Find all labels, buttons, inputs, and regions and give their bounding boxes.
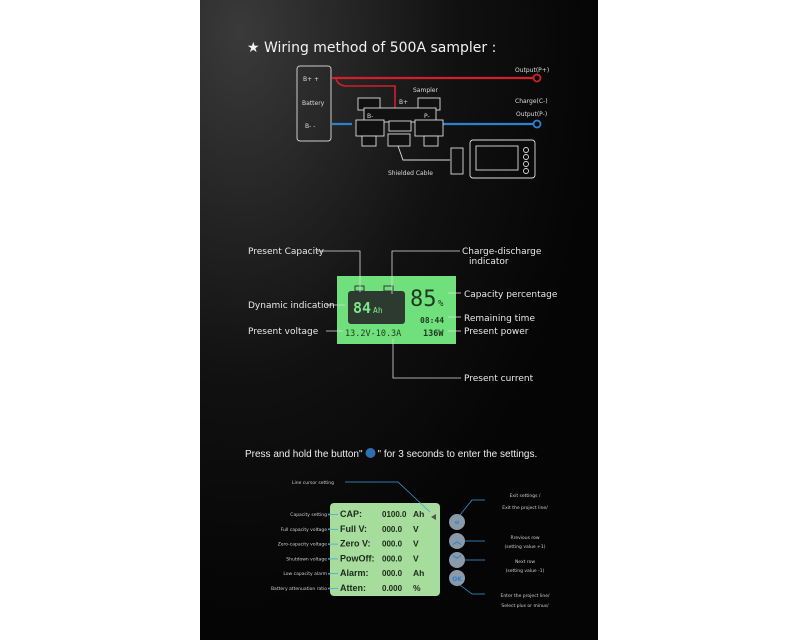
- row-description: Full capacity voltage: [281, 527, 328, 533]
- meter-device: [469, 139, 536, 179]
- row-name: Atten:: [340, 583, 366, 593]
- charge-c-minus-label: Charge(C-): [515, 98, 548, 105]
- label-line-cursor: Line cursor setting: [292, 480, 334, 486]
- row-description: Zero-capacity voltage: [278, 542, 328, 548]
- label-present-current: Present current: [464, 374, 534, 384]
- row-unit: %: [413, 583, 421, 593]
- row-name: Zero V:: [340, 539, 371, 549]
- row-value: 0.000: [382, 584, 403, 593]
- remaining-time-value: 08:44: [420, 316, 444, 325]
- row-value: 0100.0: [382, 510, 407, 519]
- button-sublabel: (setting value +1): [505, 544, 546, 550]
- battery-graphic: [348, 291, 405, 324]
- settings-button-1[interactable]: ︿ Rrevious row (setting value +1): [449, 533, 546, 550]
- button-label: Enter the project line/: [500, 593, 549, 599]
- percent-unit: %: [438, 299, 444, 309]
- percent-value: 85: [410, 287, 437, 312]
- row-description: Capacity setting: [290, 512, 327, 518]
- button-sublabel: Select plus or minus/: [501, 603, 549, 609]
- row-name: Alarm:: [340, 568, 369, 578]
- output-negative-terminal: [532, 119, 542, 129]
- label-dynamic-indication: Dynamic indication: [248, 301, 335, 311]
- cursor-indicator-icon: [431, 514, 436, 520]
- label-indicator: indicator: [469, 257, 509, 267]
- ok-icon: OK: [452, 576, 462, 583]
- capacity-value: 84: [353, 299, 371, 317]
- sampler-label: Sampler: [413, 87, 438, 94]
- menu-button-icon: [365, 448, 376, 458]
- back-icon: «: [454, 518, 460, 528]
- row-value: 000.0: [382, 540, 403, 549]
- shielded-cable-label: Shielded Cable: [388, 170, 433, 177]
- button-label: Exit settings /: [510, 493, 541, 499]
- battery-box: [296, 65, 332, 142]
- callout-lines: [317, 250, 461, 379]
- row-description: Low capacity alarm: [283, 571, 327, 577]
- sense-wire: [335, 78, 396, 112]
- instruction-text-start: Press and hold the button": [245, 449, 363, 460]
- settings-button-2[interactable]: ﹀ Next row (setting value -1): [449, 552, 545, 574]
- battery-minus-label: B- -: [305, 123, 315, 130]
- settings-lcd: [330, 503, 440, 596]
- settings-row: Capacity setting CAP: 0100.0 Ah: [290, 509, 424, 519]
- row-unit: V: [413, 539, 419, 549]
- power-value: 136W: [423, 329, 444, 339]
- label-present-voltage: Present voltage: [248, 327, 319, 337]
- row-name: CAP:: [340, 509, 362, 519]
- row-value: 000.0: [382, 554, 403, 563]
- settings-row: Battery attenuation ratio Atten: 0.000%: [271, 583, 421, 593]
- settings-row: Low capacity alarm Alarm: 000.0 Ah: [283, 568, 424, 578]
- voltage-current-value: 13.2V-10.3A: [345, 329, 401, 339]
- button-sublabel: Exit the project line/: [502, 505, 548, 511]
- label-capacity-percentage: Capacity percentage: [464, 290, 558, 300]
- settings-row: Full capacity voltage Full V: 000.0 V: [281, 524, 419, 534]
- row-value: 000.0: [382, 569, 403, 578]
- button-label: Rrevious row: [510, 535, 539, 541]
- sampler-module: [355, 97, 464, 175]
- row-unit: Ah: [413, 509, 424, 519]
- down-icon: ﹀: [452, 554, 461, 566]
- battery-plus-label: B+ +: [303, 76, 319, 83]
- label-present-power: Present power: [464, 327, 529, 337]
- settings-row: Zero-capacity voltage Zero V: 000.0 V: [278, 539, 419, 549]
- sampler-b-plus-label: B+: [399, 99, 408, 106]
- instruction-text-end: " for 3 seconds to enter the settings.: [378, 449, 538, 460]
- battery-label: Battery: [302, 100, 325, 107]
- row-value: 000.0: [382, 525, 403, 534]
- up-icon: ︿: [452, 537, 461, 547]
- row-unit: V: [413, 553, 419, 563]
- button-sublabel: (setting value -1): [506, 568, 545, 574]
- sampler-b-minus-label: B-: [367, 113, 373, 120]
- label-charge-discharge: Charge-discharge: [462, 247, 542, 257]
- output-p-minus-label: Output(P-): [516, 111, 547, 118]
- row-name: Full V:: [340, 524, 367, 534]
- wiring-title: ★ Wiring method of 500A sampler :: [247, 40, 496, 56]
- capacity-unit: Ah: [373, 306, 383, 315]
- button-label: Next row: [515, 559, 535, 565]
- label-remaining-time: Remaining time: [464, 314, 535, 324]
- row-unit: V: [413, 524, 419, 534]
- sampler-p-minus-label: P-: [424, 113, 430, 120]
- row-name: PowOff:: [340, 553, 375, 563]
- output-p-plus-label: Output(P+): [515, 67, 549, 74]
- settings-button-3[interactable]: OK Enter the project line/Select plus or …: [449, 570, 550, 609]
- row-unit: Ah: [413, 568, 424, 578]
- row-description: Shutdown voltage: [286, 556, 327, 562]
- row-description: Battery attenuation ratio: [271, 586, 327, 592]
- settings-row: Shutdown voltage PowOff: 000.0 V: [286, 553, 419, 563]
- output-positive-terminal: [532, 73, 542, 83]
- label-present-capacity: Present Capacity: [248, 247, 325, 257]
- settings-button-0[interactable]: « Exit settings / Exit the project line/: [449, 493, 548, 530]
